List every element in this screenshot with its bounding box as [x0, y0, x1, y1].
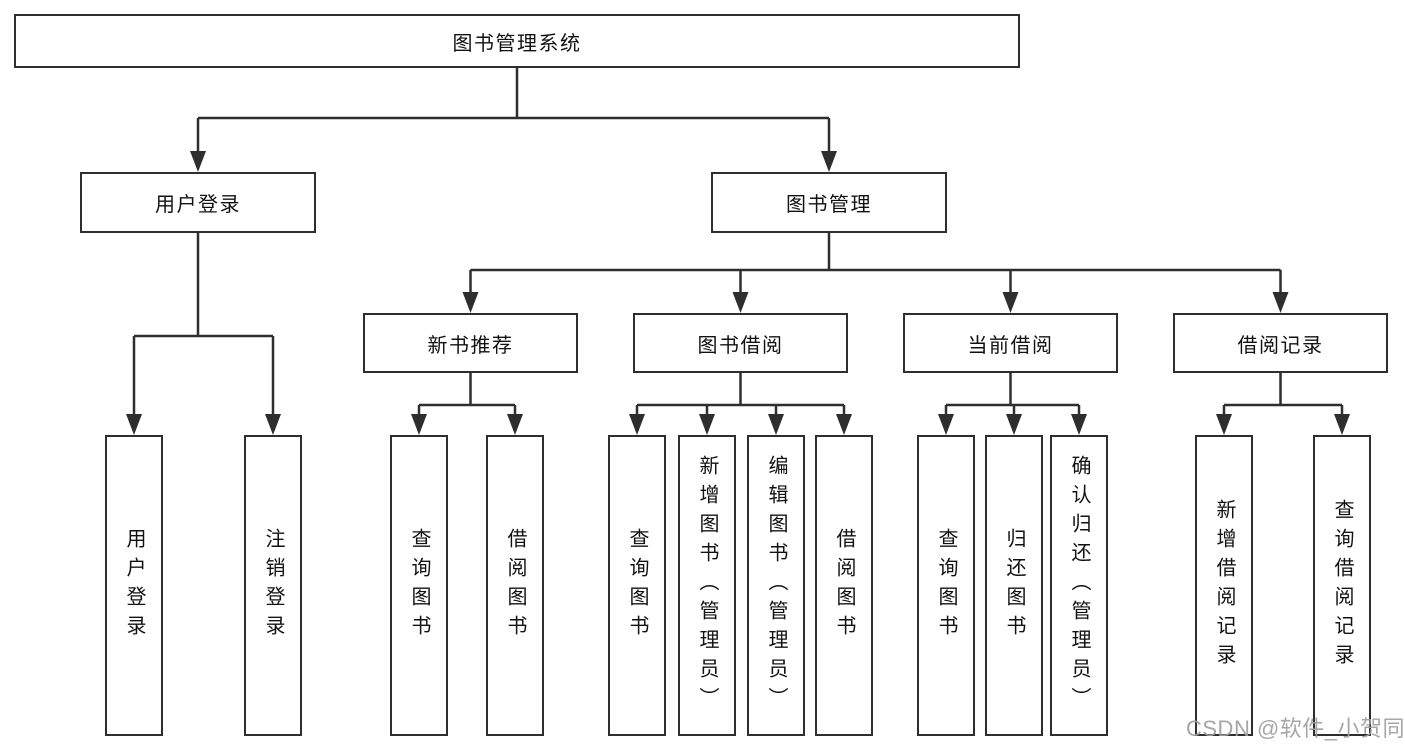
leaf-borrow-books-label: 借阅图书 [833, 527, 855, 644]
arrowhead [1006, 414, 1022, 435]
connector-borrow-record-to-leaves [1222, 373, 1344, 416]
arrowhead [629, 414, 645, 435]
leaf-add-books-admin-label: 新增图书（管理员） [696, 455, 718, 716]
arrowhead [1002, 292, 1019, 313]
leaf-return-books-label: 归还图书 [1003, 527, 1025, 644]
leaf-query-books-recommend-label: 查询图书 [408, 527, 430, 644]
node-book-borrowing: 图书借阅 [633, 313, 848, 373]
node-book-borrowing-label: 图书借阅 [697, 334, 784, 357]
node-new-book-recommend: 新书推荐 [363, 313, 578, 373]
leaf-edit-books-admin-label: 编辑图书（管理员） [765, 455, 787, 716]
arrowhead [768, 414, 784, 435]
leaf-logout-label: 注销登录 [262, 527, 284, 644]
arrowhead [699, 414, 715, 435]
leaf-add-borrow-record: 新增借阅记录 [1195, 435, 1253, 736]
node-library-system-label: 图书管理系统 [452, 32, 582, 55]
arrowhead [411, 414, 427, 435]
leaf-query-books-borrow: 查询图书 [608, 435, 666, 736]
arrowhead [1071, 414, 1087, 435]
connector-user-login-to-leaves [132, 233, 275, 416]
node-book-management-label: 图书管理 [786, 194, 872, 216]
arrowhead [462, 292, 479, 313]
node-library-system: 图书管理系统 [14, 14, 1020, 68]
arrowhead [732, 292, 749, 313]
leaf-query-books-borrow-label: 查询图书 [626, 527, 648, 644]
connector-root-to-level2 [196, 68, 831, 153]
leaf-borrow-books: 借阅图书 [815, 435, 873, 736]
leaf-confirm-return-admin-label: 确认归还（管理员） [1068, 455, 1090, 716]
leaf-query-books-current: 查询图书 [917, 435, 975, 736]
arrowhead [821, 151, 837, 172]
leaf-logout: 注销登录 [244, 435, 302, 736]
arrowhead [507, 414, 523, 435]
arrowhead [1216, 414, 1232, 435]
arrowhead [265, 414, 281, 435]
node-user-login: 用户登录 [80, 172, 316, 233]
connector-book-mgmt-to-level3 [469, 233, 1282, 294]
node-borrowing-records: 借阅记录 [1173, 313, 1388, 373]
leaf-borrow-books-recommend-label: 借阅图书 [504, 527, 526, 644]
arrowhead [190, 151, 206, 172]
leaf-edit-books-admin: 编辑图书（管理员） [747, 435, 805, 736]
connector-new-book-to-leaves [417, 373, 517, 416]
connector-book-borrow-to-leaves [635, 373, 846, 416]
node-current-borrowing-label: 当前借阅 [967, 334, 1054, 357]
leaf-query-books-current-label: 查询图书 [935, 527, 957, 644]
arrowhead [836, 414, 852, 435]
leaf-borrow-books-recommend: 借阅图书 [486, 435, 544, 736]
node-book-management: 图书管理 [711, 172, 947, 233]
leaf-user-login: 用户登录 [105, 435, 163, 736]
arrowhead [938, 414, 954, 435]
node-borrowing-records-label: 借阅记录 [1237, 334, 1324, 357]
leaf-query-borrow-record: 查询借阅记录 [1313, 435, 1371, 736]
node-user-login-label: 用户登录 [155, 194, 241, 216]
leaf-user-login-label: 用户登录 [123, 527, 145, 644]
csdn-watermark: CSDN @软件_小贺同学 [1186, 716, 1405, 741]
arrowhead [1334, 414, 1350, 435]
leaf-query-books-recommend: 查询图书 [390, 435, 448, 736]
leaf-confirm-return-admin: 确认归还（管理员） [1050, 435, 1108, 736]
connector-current-borrow-to-leaves [944, 373, 1081, 416]
arrowhead [1272, 292, 1289, 313]
leaf-add-books-admin: 新增图书（管理员） [678, 435, 736, 736]
leaf-query-borrow-record-label: 查询借阅记录 [1331, 498, 1353, 673]
leaf-add-borrow-record-label: 新增借阅记录 [1213, 498, 1235, 673]
arrowhead [126, 414, 142, 435]
leaf-return-books: 归还图书 [985, 435, 1043, 736]
node-new-book-recommend-label: 新书推荐 [427, 334, 514, 357]
node-current-borrowing: 当前借阅 [903, 313, 1118, 373]
